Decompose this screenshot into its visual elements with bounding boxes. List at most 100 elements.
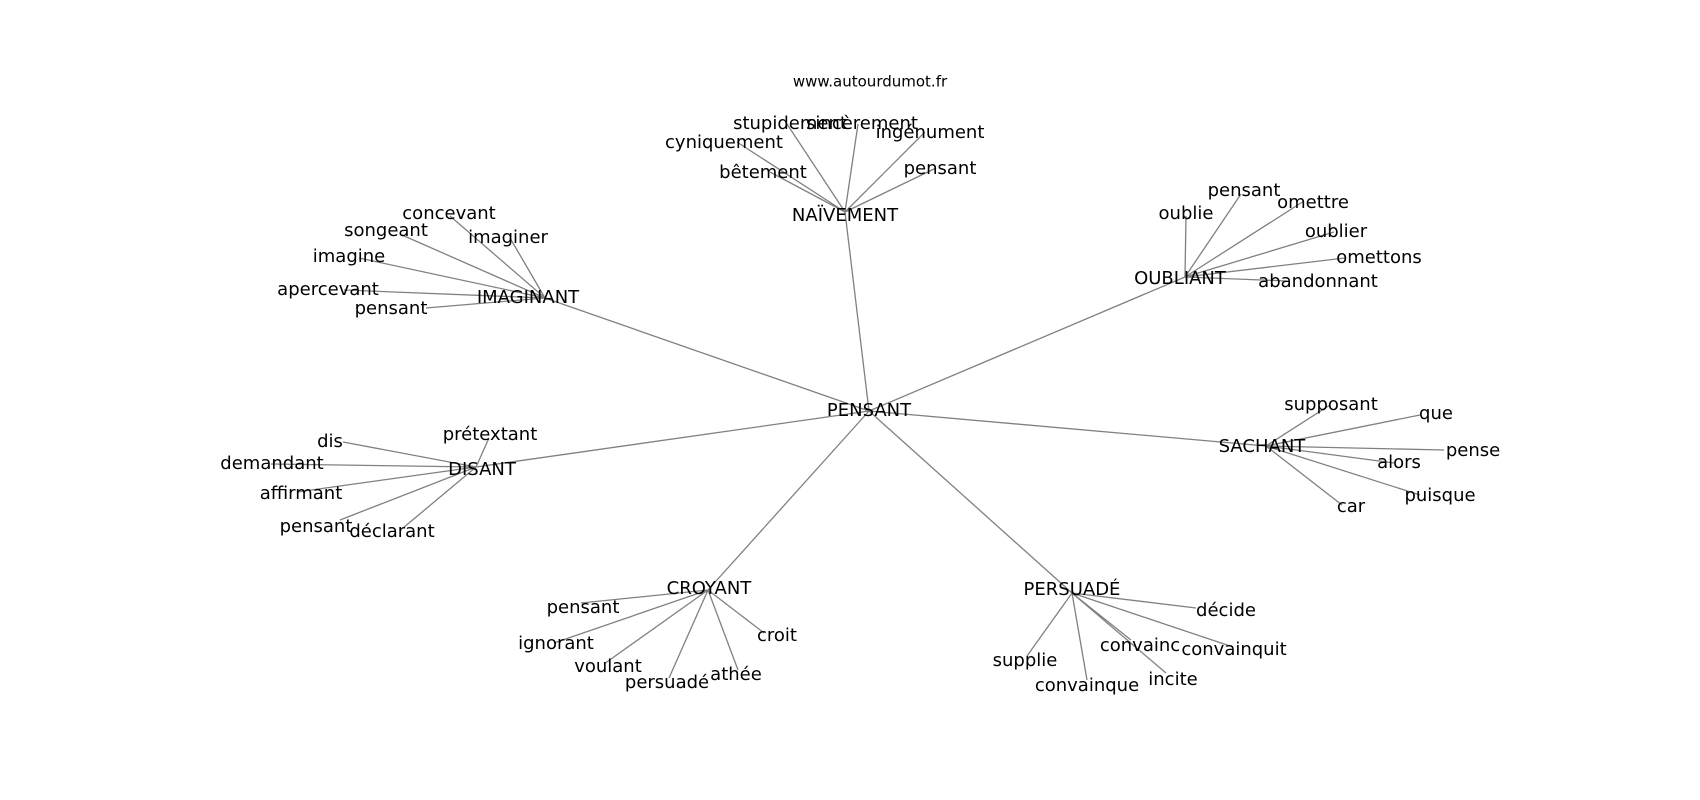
edge-center-to-hub (868, 410, 1073, 594)
edge-hub-to-word (580, 589, 709, 604)
word-node[interactable]: pensant (1208, 180, 1281, 201)
word-node[interactable]: dis (317, 431, 343, 452)
edge-hub-to-word (339, 466, 477, 521)
word-node[interactable]: que (1419, 403, 1453, 424)
edge-hub-to-word (736, 141, 846, 213)
word-node[interactable]: omettons (1336, 247, 1422, 268)
word-node[interactable]: oublie (1159, 203, 1214, 224)
edge-hub-to-word (1184, 215, 1187, 278)
edge-hub-to-word (844, 123, 859, 213)
edge-hub-to-word (402, 466, 477, 529)
edge-hub-to-word (1265, 404, 1331, 447)
edge-hub-to-word (707, 589, 765, 634)
edge-hub-to-word (1071, 592, 1234, 648)
hub-node[interactable]: OUBLIANT (1134, 268, 1227, 289)
word-node[interactable]: imaginer (468, 227, 548, 248)
edge-center-to-hub (544, 297, 870, 412)
word-node[interactable]: bêtement (719, 162, 807, 183)
word-node[interactable]: décide (1196, 600, 1256, 621)
edge-hub-to-word (1265, 445, 1445, 451)
word-node[interactable]: croit (757, 625, 797, 646)
word-node[interactable]: demandant (220, 453, 323, 474)
hub-node[interactable]: SACHANT (1219, 436, 1307, 457)
edge-hub-to-word (1026, 592, 1073, 657)
word-node[interactable]: omettre (1277, 192, 1349, 213)
edge-center-to-hub (844, 211, 870, 412)
edge-center-to-hub (868, 410, 1267, 447)
edge-hub-to-word (509, 237, 546, 299)
word-node[interactable]: ignorant (518, 633, 594, 654)
word-node[interactable]: convainc (1100, 635, 1180, 656)
edge-hub-to-word (475, 437, 490, 468)
edge-hub-to-word (1184, 276, 1288, 282)
word-node[interactable]: imagine (313, 246, 385, 267)
hub-node[interactable]: NAÏVEMENT (792, 205, 899, 226)
word-node[interactable]: ingénument (876, 122, 985, 143)
graph-labels: www.autourdumot.fr PENSANT NAÏVEMENT stup… (220, 73, 1500, 697)
word-node[interactable]: pensant (904, 158, 977, 179)
edge-hub-to-word (668, 589, 709, 679)
edge-hub-to-word (707, 589, 739, 671)
word-node[interactable]: supplie (993, 650, 1058, 671)
edge-hub-to-word (1265, 445, 1395, 464)
edge-hub-to-word (449, 215, 546, 299)
word-node[interactable]: concevant (402, 203, 495, 224)
word-node[interactable]: stupidement (733, 113, 847, 134)
edge-hub-to-word (1071, 592, 1197, 609)
word-node[interactable]: convainque (1035, 675, 1139, 696)
word-node[interactable]: alors (1377, 452, 1421, 473)
edge-hub-to-word (358, 257, 546, 299)
edge-hub-to-word (1184, 193, 1242, 278)
word-node[interactable]: convainquit (1181, 639, 1286, 660)
edge-hub-to-word (342, 441, 477, 468)
center-node[interactable]: PENSANT (827, 400, 912, 421)
edge-hub-to-word (425, 297, 546, 309)
edge-hub-to-word (401, 234, 546, 299)
edge-hub-to-word (769, 171, 846, 213)
edge-hub-to-word (844, 167, 937, 213)
word-node[interactable]: supposant (1284, 394, 1378, 415)
edge-hub-to-word (296, 466, 477, 493)
edge-hub-to-word (1184, 257, 1346, 278)
word-node[interactable]: oublier (1305, 221, 1368, 242)
edge-hub-to-word (1184, 200, 1305, 278)
word-node[interactable]: affirmant (260, 483, 343, 504)
edge-hub-to-word (603, 589, 709, 665)
edge-hub-to-word (1071, 592, 1167, 674)
word-node[interactable]: cyniquement (665, 132, 783, 153)
word-node[interactable]: sincèrement (806, 113, 918, 134)
edge-hub-to-word (1071, 592, 1088, 681)
word-node[interactable]: incite (1148, 669, 1197, 690)
word-node[interactable]: puisque (1404, 485, 1475, 506)
hub-node[interactable]: PERSUADÉ (1024, 578, 1121, 600)
edge-hub-to-word (553, 589, 709, 644)
word-node[interactable]: voulant (574, 656, 642, 677)
edge-hub-to-word (1265, 445, 1421, 496)
word-node[interactable]: athée (710, 664, 762, 685)
word-node[interactable]: pensant (355, 298, 428, 319)
word-node[interactable]: pense (1446, 440, 1500, 461)
word-node[interactable]: persuadé (625, 672, 709, 693)
source-label: www.autourdumot.fr (793, 73, 948, 91)
hub-node[interactable]: CROYANT (667, 578, 753, 599)
hub-node[interactable]: IMAGINANT (477, 287, 580, 308)
word-node[interactable]: car (1337, 496, 1366, 517)
edge-hub-to-word (844, 131, 926, 213)
hub-node[interactable]: DISANT (448, 459, 517, 480)
edge-hub-to-word (270, 463, 477, 468)
word-node[interactable]: pensant (547, 597, 620, 618)
edge-hub-to-word (786, 123, 846, 213)
edge-center-to-hub (475, 410, 870, 468)
word-node[interactable]: songeant (344, 220, 428, 241)
edge-center-to-hub (868, 276, 1186, 412)
edge-center-to-hub (707, 410, 870, 591)
graph-edges (270, 123, 1445, 681)
word-node[interactable]: apercevant (277, 279, 379, 300)
word-node[interactable]: déclarant (349, 521, 434, 542)
word-node[interactable]: abandonnant (1258, 271, 1378, 292)
edge-hub-to-word (1184, 231, 1335, 278)
edge-hub-to-word (1265, 414, 1421, 447)
word-node[interactable]: prétextant (443, 424, 538, 445)
word-node[interactable]: pensant (280, 516, 353, 537)
